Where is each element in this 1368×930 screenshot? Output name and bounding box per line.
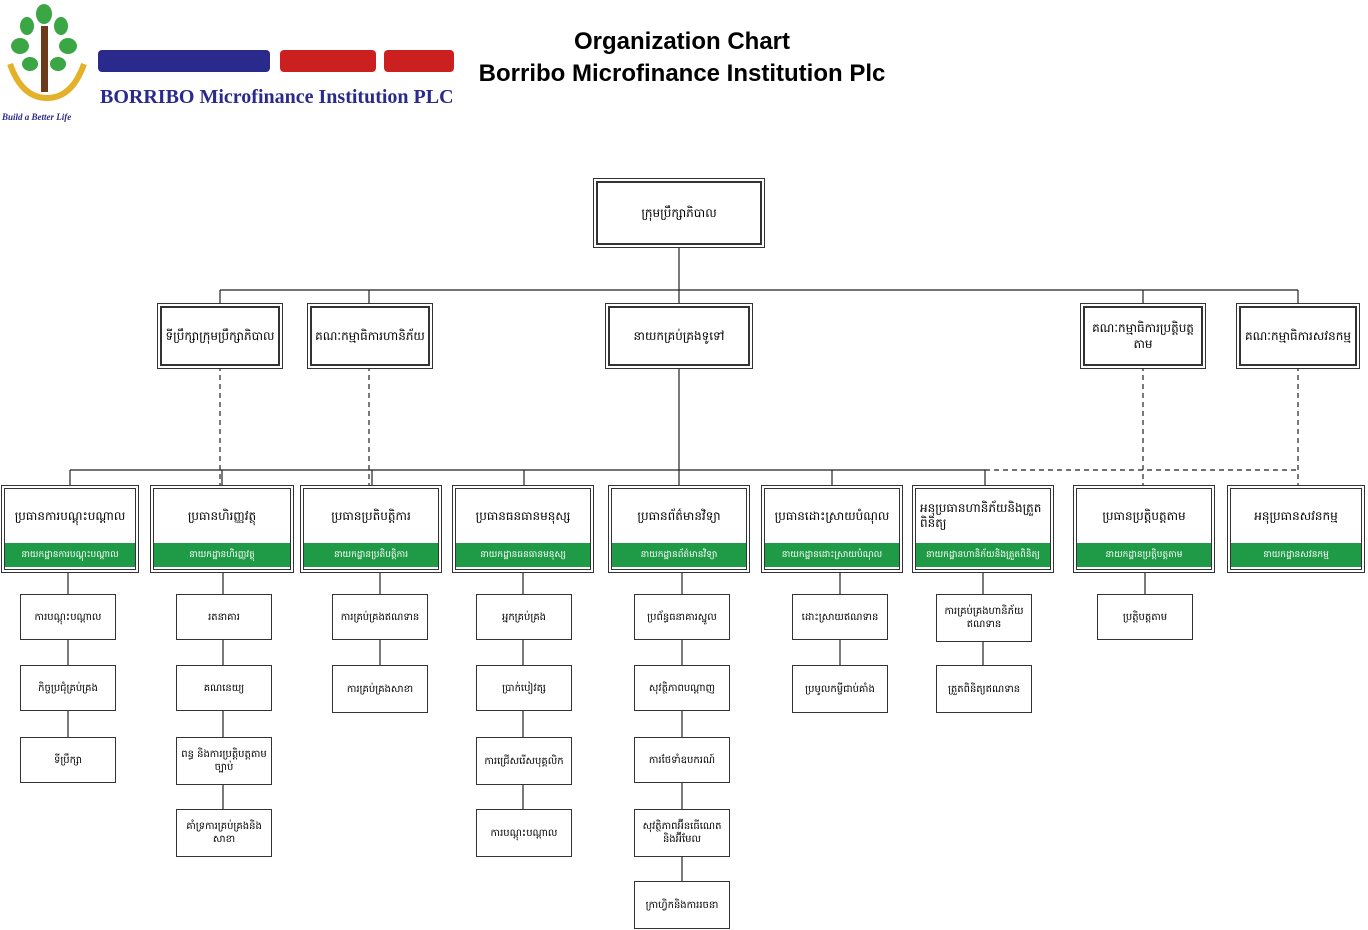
sub-unit-box: ការជ្រើសរើសបុគ្គលិក <box>476 737 572 785</box>
dept-operations: ប្រធានប្រតិបត្តិការ នាយកដ្ឋានប្រតិបត្តិក… <box>303 488 439 570</box>
logo-english-name: BORRIBO Microfinance Institution PLC <box>100 86 454 108</box>
dept-risk-and-control: អនុប្រធានហានិភ័យនិងត្រួតពិនិត្យ នាយកដ្ឋា… <box>915 488 1051 570</box>
dept-head-title: ប្រធានដោះស្រាយបំណុល <box>774 508 890 523</box>
sub-unit-box: ប្រព័ន្ធធនាគារស្នូល <box>634 594 730 640</box>
dept-head-title: អនុប្រធានហានិភ័យនិងត្រួតពិនិត្យ <box>920 501 1042 530</box>
dept-label-bar: នាយកដ្ឋានហានិភ័យនិងត្រួតពិនិត្យ <box>916 543 1050 567</box>
dept-head-title: ប្រធានប្រតិបត្តិការ <box>331 508 411 523</box>
dept-label-bar: នាយកដ្ឋានសវនកម្ម <box>1231 543 1361 567</box>
dept-head-title: ប្រធានធនធានមនុស្ស <box>475 508 571 523</box>
sub-unit-box: ការបណ្តុះបណ្តាល <box>476 809 572 857</box>
dept-human-resources: ប្រធានធនធានមនុស្ស នាយកដ្ឋានធនធានមនុស្ស <box>455 488 591 570</box>
sub-unit-box: ការគ្រប់គ្រងហានិភ័យឥណទាន <box>936 594 1032 642</box>
company-logo: BORRIBO Microfinance Institution PLC Bui… <box>2 2 462 126</box>
sub-unit-box: ប្រាក់បៀវត្ស <box>476 665 572 711</box>
chart-subtitle: Borribo Microfinance Institution Plc <box>478 60 886 87</box>
dept-head-title: ប្រធានហិរញ្ញវត្ថុ <box>187 508 257 523</box>
sub-unit-box: សុវត្ថិភាពអ៊ីនធើណេតនិងអ៊ីមែល <box>634 809 730 857</box>
sub-unit-box: ការបណ្តុះបណ្តាល <box>20 594 116 640</box>
sub-unit-box: គណនេយ្យ <box>176 665 272 711</box>
dept-debt-resolution: ប្រធានដោះស្រាយបំណុល នាយកដ្ឋានដោះស្រាយបំណ… <box>764 488 900 570</box>
tree-logo-icon <box>7 4 87 102</box>
dept-label-bar: នាយកដ្ឋានការបណ្តុះបណ្តាល <box>5 543 135 567</box>
dept-finance: ប្រធានហិរញ្ញវត្ថុ នាយកដ្ឋានហិរញ្ញវត្ថុ <box>153 488 291 570</box>
sub-unit-box: រតនាគារ <box>176 594 272 640</box>
dept-label-bar: នាយកដ្ឋានដោះស្រាយបំណុល <box>765 543 899 567</box>
sub-unit-box: ត្រួតពិនិត្យឥណទាន <box>936 665 1032 713</box>
dept-head-title: ប្រធានព័ត៌មានវិទ្យា <box>637 508 721 523</box>
dept-head-title: អនុប្រធានសវនកម្ម <box>1254 508 1338 523</box>
dept-label-bar: នាយកដ្ឋានប្រត្តិបត្តតាម <box>1077 543 1211 567</box>
sub-unit-box: ប្រមូលកម្ចីជាប់គាំង <box>792 665 888 713</box>
dept-label-bar: នាយកដ្ឋានហិរញ្ញវត្ថុ <box>154 543 290 567</box>
audit-committee-box: គណៈកម្មាធិការសវនកម្ម <box>1239 306 1357 366</box>
dept-label-bar: នាយកដ្ឋានធនធានមនុស្ស <box>456 543 590 567</box>
sub-unit-box: ទីប្រឹក្សា <box>20 737 116 783</box>
sub-unit-box: គាំទ្រការគ្រប់គ្រងនិងសាខា <box>176 809 272 857</box>
sub-unit-box: អ្នកគ្រប់គ្រង <box>476 594 572 640</box>
compliance-committee-box: គណៈកម្មាធិការប្រត្តិបត្តតាម <box>1083 306 1203 366</box>
dept-information-technology: ប្រធានព័ត៌មានវិទ្យា នាយកដ្ឋានព័ត៌មានវិទ្… <box>611 488 747 570</box>
risk-committee-box: គណៈកម្មាធិការហានិភ័យ <box>310 306 430 366</box>
sub-unit-box: ប្រត្តិបត្តតាម <box>1097 594 1193 640</box>
dept-training: ប្រធានការបណ្តុះបណ្តាល នាយកដ្ឋានការបណ្តុះ… <box>4 488 136 570</box>
sub-unit-box: ការគ្រប់គ្រងសាខា <box>332 665 428 713</box>
logo-khmer-wordmark <box>98 42 454 82</box>
board-secretary-box: ទីប្រឹក្សាក្រុមប្រឹក្សាភិបាល <box>160 306 280 366</box>
sub-unit-box: ការគ្រប់គ្រងឥណទាន <box>332 594 428 640</box>
sub-unit-box: សុវត្ថិភាពបណ្តាញ <box>634 665 730 711</box>
sub-unit-box: ក្រាហ្វិកនិងការរចនា <box>634 881 730 929</box>
sub-unit-box: ដោះស្រាយឥណទាន <box>792 594 888 640</box>
sub-unit-box: កិច្ចប្រជុំគ្រប់គ្រង <box>20 665 116 711</box>
dept-label-bar: នាយកដ្ឋានព័ត៌មានវិទ្យា <box>612 543 746 567</box>
board-of-directors-box: ក្រុមប្រឹក្សាភិបាល <box>596 181 762 245</box>
dept-head-title: ប្រធានការបណ្តុះបណ្តាល <box>14 508 126 523</box>
dept-internal-audit: អនុប្រធានសវនកម្ម នាយកដ្ឋានសវនកម្ម <box>1230 488 1362 570</box>
dept-head-title: ប្រធានប្រត្តិបត្តតាម <box>1102 508 1186 523</box>
sub-unit-box: ពន្ធ និងការប្រត្តិបត្តតាមច្បាប់ <box>176 737 272 785</box>
dept-label-bar: នាយកដ្ឋានប្រតិបត្តិការ <box>304 543 438 567</box>
logo-tagline: Build a Better Life <box>2 112 72 122</box>
sub-unit-box: ការថែទាំឧបករណ៍ <box>634 737 730 783</box>
dept-compliance: ប្រធានប្រត្តិបត្តតាម នាយកដ្ឋានប្រត្តិបត្… <box>1076 488 1212 570</box>
ceo-box: នាយកគ្រប់គ្រងទូទៅ <box>608 306 750 366</box>
chart-title: Organization Chart <box>573 28 790 55</box>
